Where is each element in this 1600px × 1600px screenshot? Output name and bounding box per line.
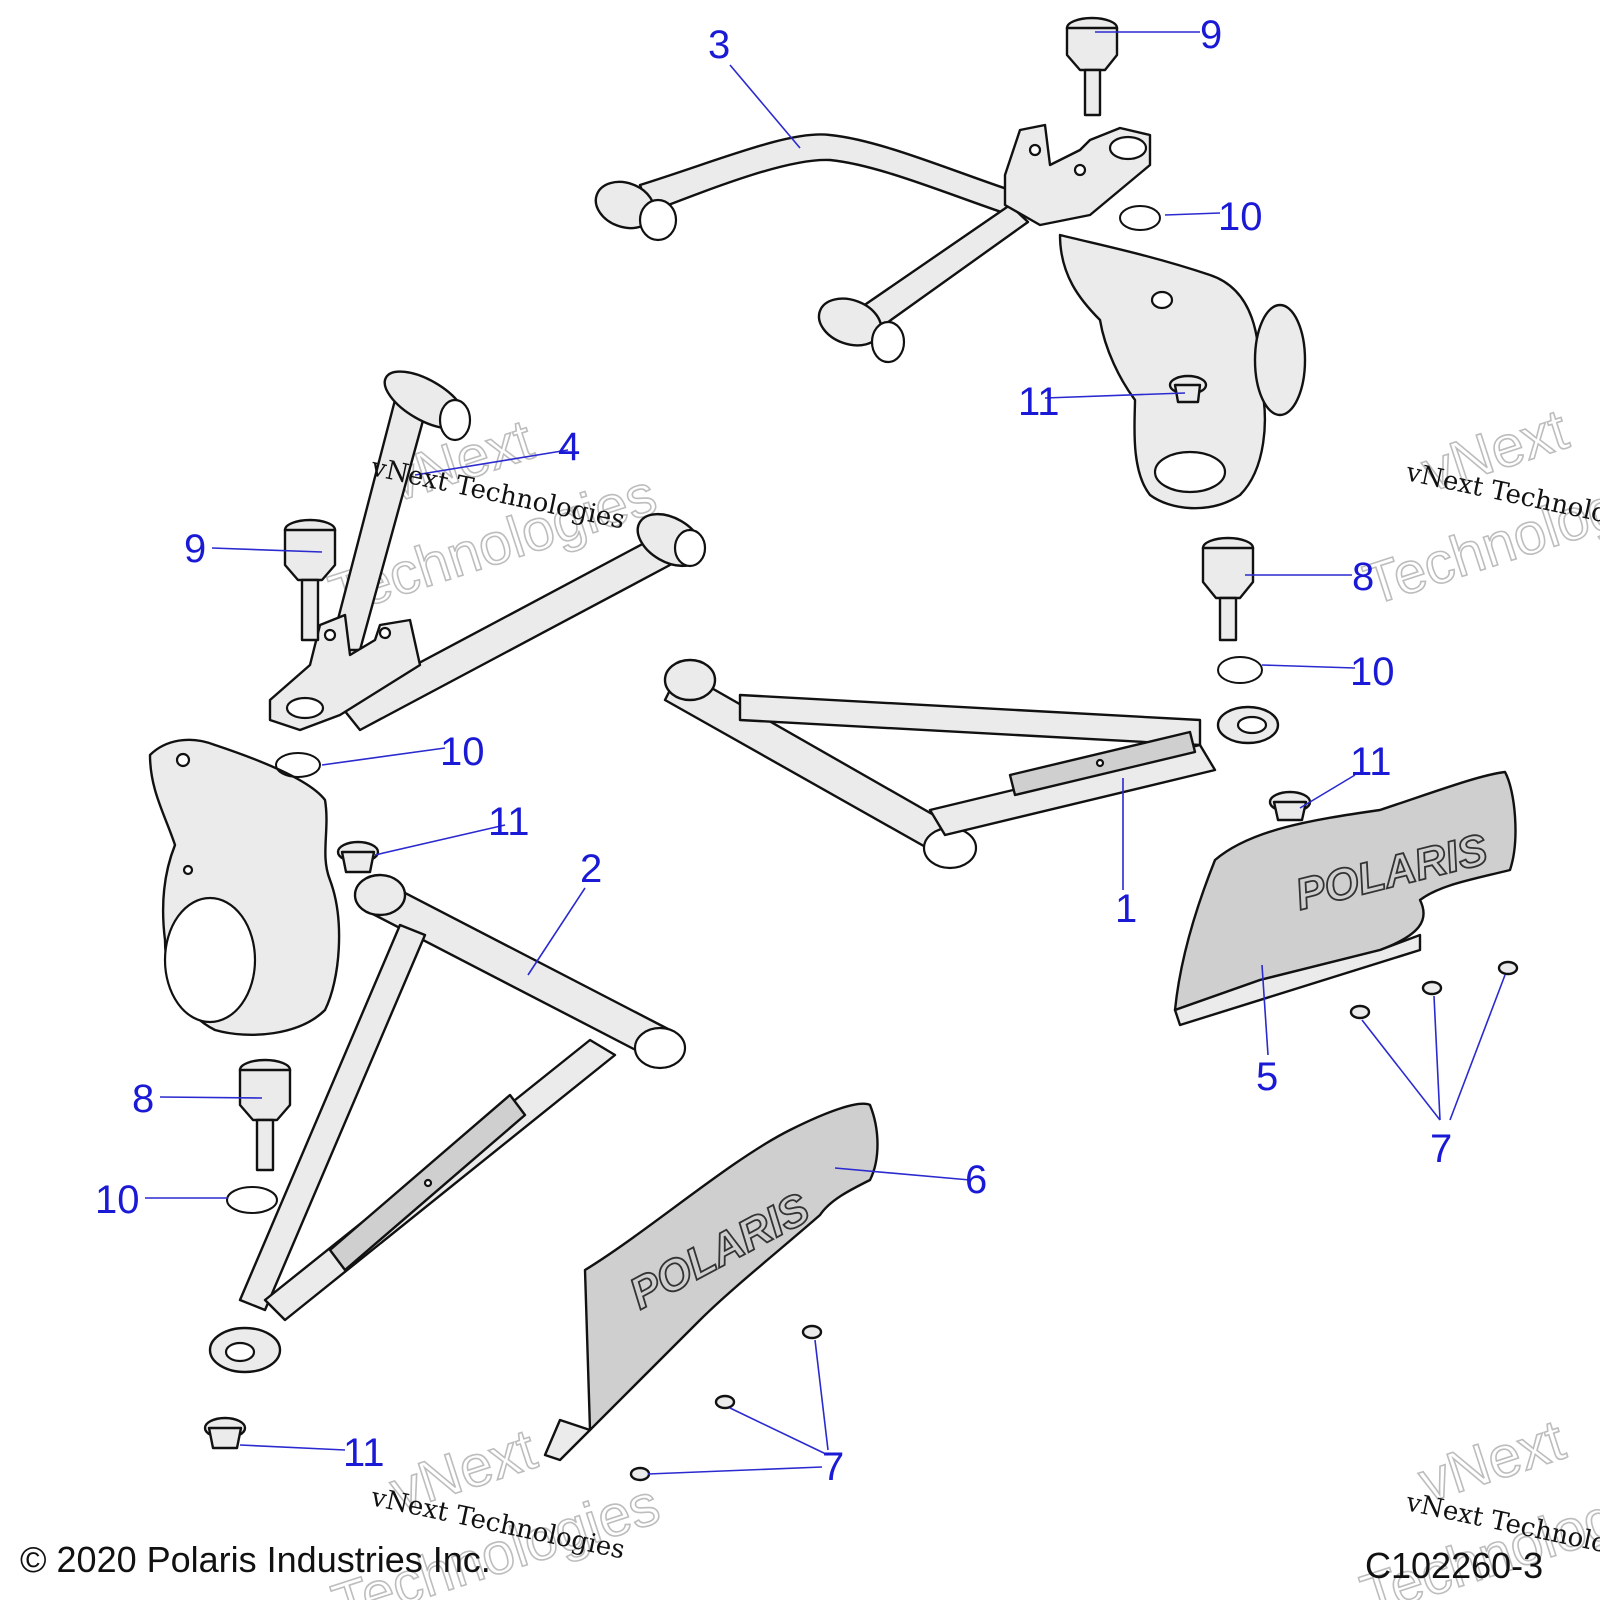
callout-8: 8 xyxy=(1352,555,1374,599)
bushing-4 xyxy=(203,1416,247,1450)
callout-9: 9 xyxy=(1200,13,1222,57)
copyright-text: © 2020 Polaris Industries Inc. xyxy=(20,1539,491,1580)
retaining-ring-2 xyxy=(1217,656,1263,684)
leader-lines xyxy=(145,31,1506,1475)
ball-joint-left-upper xyxy=(283,518,337,642)
callout-10: 10 xyxy=(1350,650,1395,694)
upper-control-arm-right xyxy=(594,123,1152,364)
callout-7: 7 xyxy=(1430,1127,1452,1171)
retaining-ring-1 xyxy=(1119,205,1161,231)
callout-8: 8 xyxy=(132,1077,154,1121)
a-arm-guard-left: POLARIS xyxy=(543,1102,879,1462)
screw-3 xyxy=(1497,960,1519,976)
screw-6 xyxy=(629,1466,651,1482)
ball-joint-left-lower xyxy=(238,1058,292,1172)
retaining-ring-4 xyxy=(226,1186,278,1214)
callout-10: 10 xyxy=(440,730,485,774)
lower-control-arm-left xyxy=(208,873,687,1374)
callout-10: 10 xyxy=(1218,195,1263,239)
callout-1: 1 xyxy=(1115,887,1137,931)
bushing-3 xyxy=(336,840,380,874)
callout-labels: 3 9 10 11 4 9 8 10 10 11 1 11 2 5 7 6 8 … xyxy=(95,13,1452,1489)
upper-control-arm-left xyxy=(268,370,707,732)
steering-knuckle-left xyxy=(148,738,341,1037)
screw-2 xyxy=(1421,980,1443,996)
callout-6: 6 xyxy=(965,1158,987,1202)
drawing-code: C102260-3 xyxy=(1365,1545,1543,1586)
callout-4: 4 xyxy=(558,425,580,469)
callout-11: 11 xyxy=(488,800,530,844)
ball-joint-right-lower xyxy=(1201,536,1255,642)
callout-9: 9 xyxy=(184,527,206,571)
ball-joint-top xyxy=(1065,16,1119,117)
a-arm-guard-right: POLARIS xyxy=(1173,770,1517,1027)
callout-3: 3 xyxy=(708,23,730,67)
lower-control-arm-right xyxy=(663,658,1280,870)
callout-2: 2 xyxy=(580,847,602,891)
screw-5 xyxy=(714,1394,736,1410)
screw-4 xyxy=(801,1324,823,1340)
callout-7: 7 xyxy=(822,1445,844,1489)
callout-11: 11 xyxy=(1018,380,1060,424)
callout-5: 5 xyxy=(1256,1055,1278,1099)
callout-11: 11 xyxy=(343,1431,385,1475)
screw-1 xyxy=(1349,1004,1371,1020)
callout-11: 11 xyxy=(1350,740,1392,784)
steering-knuckle-right xyxy=(1058,233,1307,510)
callout-10: 10 xyxy=(95,1178,140,1222)
retaining-ring-3 xyxy=(275,752,321,778)
bushing-1 xyxy=(1168,374,1208,404)
